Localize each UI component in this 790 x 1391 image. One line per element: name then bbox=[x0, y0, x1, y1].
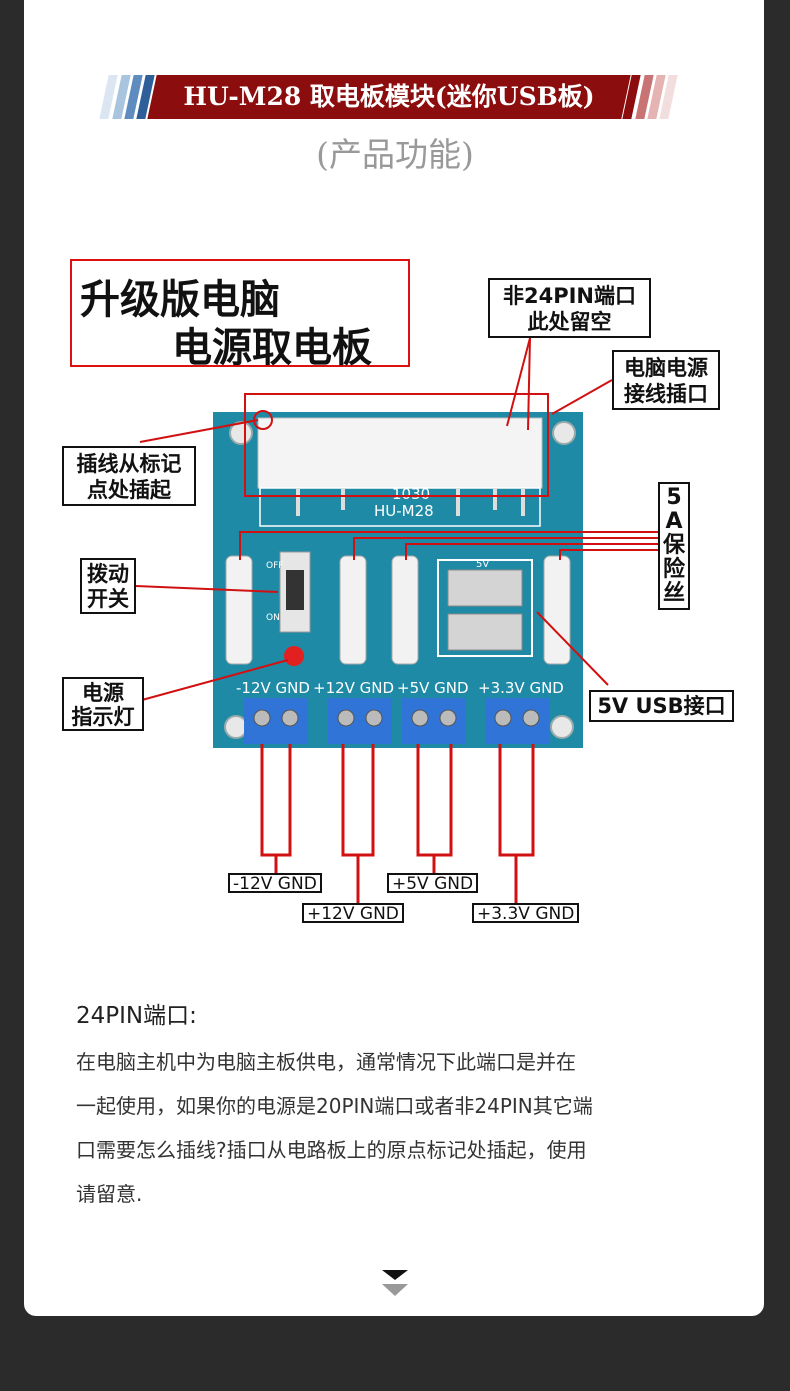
board-diagram: 1030 HU-M28 OFF ON 5V -12V GND +12V GND … bbox=[135, 337, 658, 904]
terminal-minus12 bbox=[244, 698, 308, 744]
page-title: HU-M28 取电板模块(迷你USB板) bbox=[183, 82, 595, 111]
mount-hole-br bbox=[550, 715, 574, 739]
fuse-1 bbox=[225, 555, 253, 665]
switch-off-text: OFF bbox=[266, 561, 283, 571]
fuse-4 bbox=[543, 555, 571, 665]
usb-port-bottom bbox=[447, 613, 523, 651]
board-code: 1030 bbox=[392, 485, 430, 503]
label-led: 电源 指示灯 bbox=[62, 677, 144, 731]
power-led bbox=[284, 646, 304, 666]
fuse-2 bbox=[339, 555, 367, 665]
connector-24pin bbox=[257, 417, 543, 489]
label-fuse-char: A bbox=[665, 509, 683, 534]
label-power-line2: 接线插口 bbox=[624, 382, 708, 406]
out-label-plus5: +5V GND bbox=[387, 873, 479, 893]
main-label-line1: 升级版电脑 bbox=[80, 277, 280, 323]
term-label-plus33: +3.3V GND bbox=[478, 679, 564, 697]
label-24pin: 非24PIN端口 此处留空 bbox=[488, 278, 651, 338]
switch-on-text: ON bbox=[266, 613, 280, 623]
connector-highlight bbox=[244, 393, 549, 497]
paragraph-line: 在电脑主机中为电脑主板供电，通常情况下此端口是并在 bbox=[76, 1050, 576, 1074]
label-fuse-char: 保 bbox=[662, 533, 685, 558]
label-fuse: 5 A 保 险 丝 bbox=[658, 482, 690, 610]
label-start-point: 插线从标记 点处插起 bbox=[62, 446, 196, 506]
label-power-line1: 电脑电源 bbox=[624, 356, 708, 380]
mount-hole-bl bbox=[224, 715, 248, 739]
label-usb: 5V USB接口 bbox=[589, 690, 734, 722]
terminal-plus33 bbox=[485, 698, 549, 744]
label-switch-line1: 拨动 bbox=[87, 562, 129, 586]
term-label-plus5: +5V GND bbox=[397, 679, 469, 697]
label-24pin-line2: 此处留空 bbox=[527, 310, 612, 334]
out-label-plus33: +3.3V GND bbox=[472, 903, 580, 923]
paragraph-line: 请留意. bbox=[76, 1182, 143, 1206]
label-start-line2: 点处插起 bbox=[87, 478, 171, 502]
paragraph-line: 一起使用，如果你的电源是20PIN端口或者非24PIN其它端 bbox=[76, 1094, 593, 1118]
board-name: HU-M28 bbox=[374, 502, 434, 520]
label-start-line1: 插线从标记 bbox=[76, 452, 182, 476]
usb-port-top bbox=[447, 569, 523, 607]
terminal-plus12 bbox=[328, 698, 392, 744]
section-title: 24PIN端口: bbox=[76, 1003, 197, 1029]
label-fuse-char: 险 bbox=[662, 557, 685, 582]
description-paragraph: 在电脑主机中为电脑主板供电，通常情况下此端口是并在 一起使用，如果你的电源是20… bbox=[76, 1040, 676, 1216]
mount-hole-tl bbox=[229, 421, 253, 445]
main-label-line2: 电源取电板 bbox=[172, 325, 372, 371]
usb-port-housing bbox=[437, 559, 533, 657]
slide-switch-knob bbox=[286, 570, 304, 610]
out-label-plus12: +12V GND bbox=[302, 903, 404, 923]
label-24pin-line1: 非24PIN端口 bbox=[502, 284, 636, 308]
main-label-box: 升级版电脑 电源取电板 bbox=[70, 259, 410, 371]
term-label-minus12: -12V GND bbox=[236, 679, 310, 697]
label-switch: 拨动 开关 bbox=[80, 558, 136, 614]
usb-mark: 5V bbox=[476, 559, 489, 570]
paragraph-line: 口需要怎么插线?插口从电路板上的原点标记处插起，使用 bbox=[76, 1138, 587, 1162]
page-subtitle: (产品功能) bbox=[316, 135, 474, 174]
terminal-plus5 bbox=[402, 698, 466, 744]
label-fuse-char: 5 bbox=[666, 485, 682, 510]
mount-hole-tr bbox=[552, 421, 576, 445]
out-label-minus12: -12V GND bbox=[228, 873, 322, 893]
term-label-plus12: +12V GND bbox=[313, 679, 394, 697]
label-switch-line2: 开关 bbox=[87, 587, 129, 611]
label-fuse-char: 丝 bbox=[662, 581, 685, 606]
label-led-line2: 指示灯 bbox=[71, 705, 135, 729]
connector-24pin-outline bbox=[259, 487, 541, 527]
label-led-line1: 电源 bbox=[82, 681, 124, 705]
fuse-3 bbox=[391, 555, 419, 665]
label-power-socket: 电脑电源 接线插口 bbox=[612, 350, 720, 410]
chevron-down-icon[interactable] bbox=[380, 1268, 410, 1298]
